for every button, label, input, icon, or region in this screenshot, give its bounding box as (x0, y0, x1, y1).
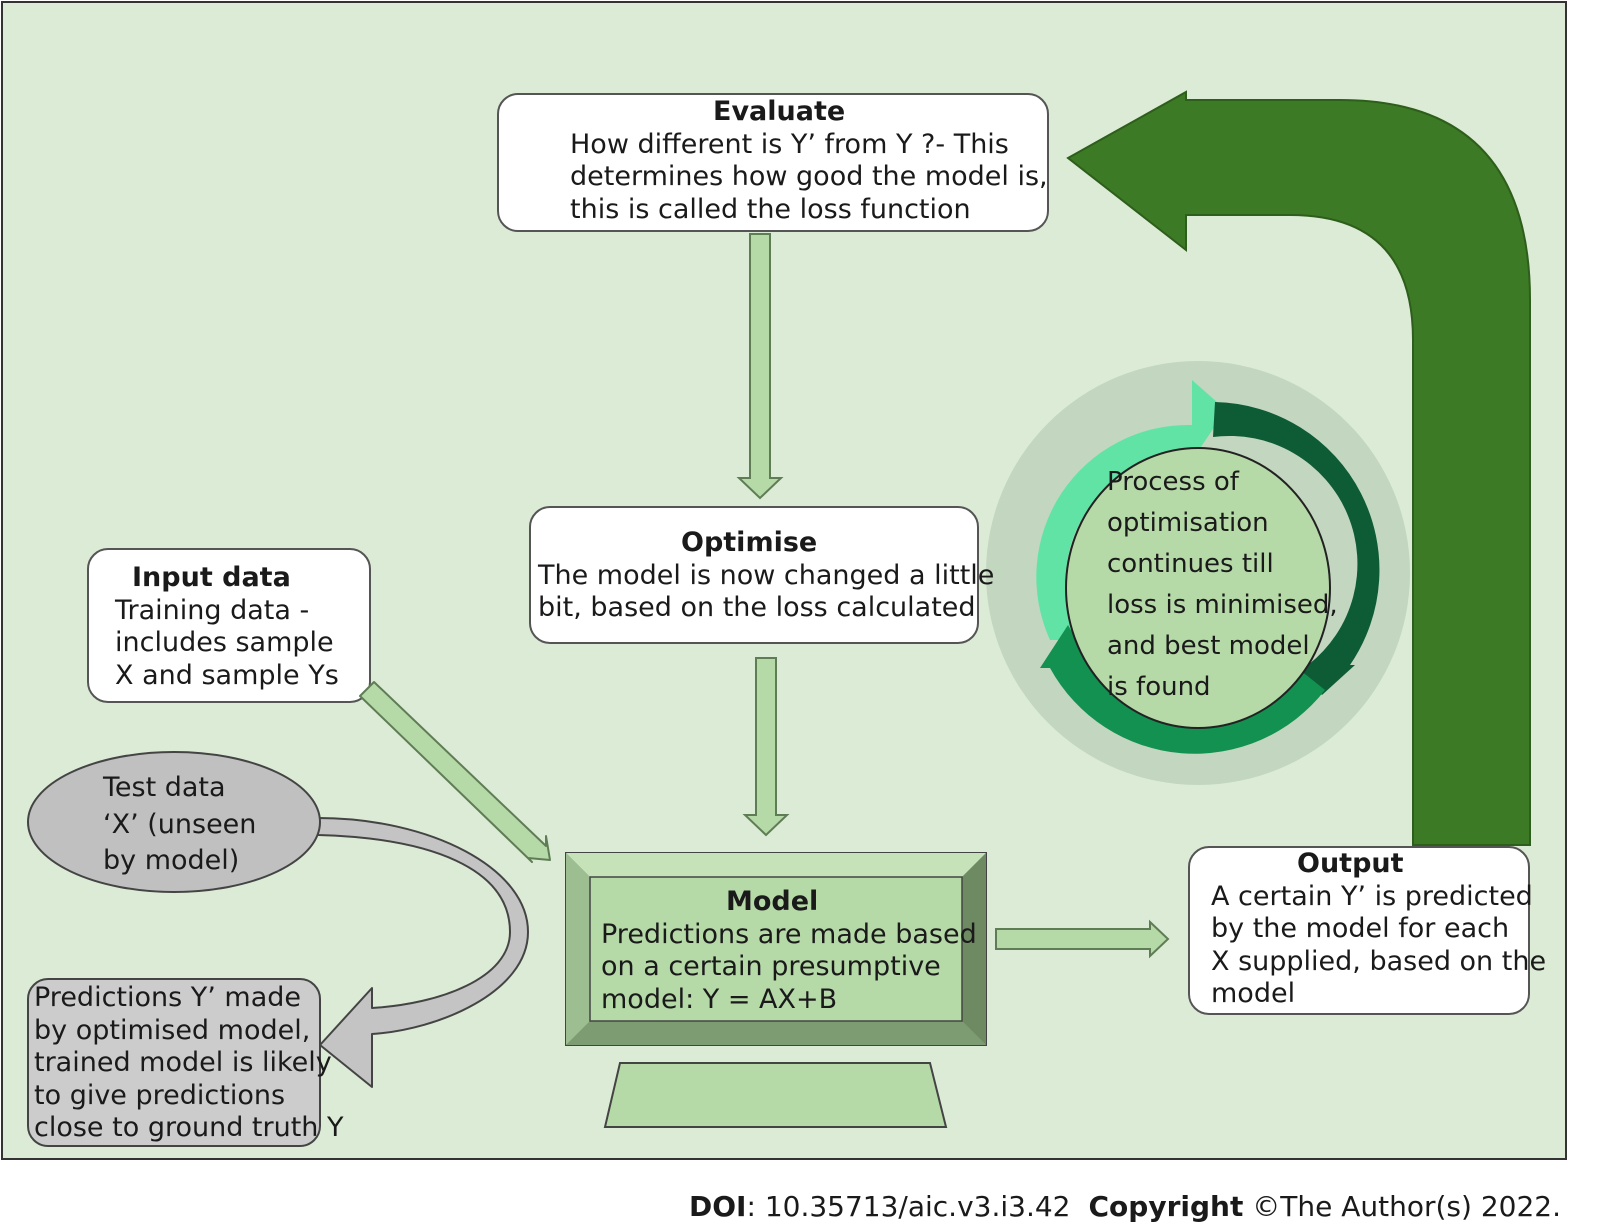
evaluate-line-2: determines how good the model is, (570, 161, 1048, 192)
doi-value: : 10.35713/aic.v3.i3.42 (746, 1190, 1071, 1223)
cycle-line-2: optimisation (1107, 508, 1269, 538)
model-title: Model (726, 886, 819, 917)
cycle-line-1: Process of (1107, 467, 1239, 497)
monitor-screen (589, 876, 963, 1022)
test-data-line-2: ‘X’ (unseen (103, 808, 257, 840)
output-line-1: A certain Y’ is predicted (1211, 880, 1533, 912)
model-line-3: model: Y = AX+B (601, 983, 838, 1015)
optimise-line-2: bit, based on the loss calculated (538, 592, 976, 623)
monitor-bevel-bottom (566, 1021, 986, 1045)
input-data-line-3: X and sample Ys (115, 659, 339, 691)
optimise-title: Optimise (681, 527, 818, 558)
evaluate-box (497, 93, 1049, 232)
cycle-line-6: is found (1107, 672, 1211, 702)
output-box (1188, 846, 1530, 1015)
test-data-ellipse (27, 751, 321, 893)
optimise-box (529, 506, 979, 644)
input-data-line-1: Training data - (115, 594, 310, 626)
cycle-arrowhead-light (1192, 380, 1226, 460)
predictions-line-5: close to ground truth Y (34, 1112, 344, 1143)
evaluate-line-3: this is called the loss function (570, 193, 971, 225)
arrow-model-to-output (995, 919, 1170, 959)
cycle-text: Process of optimisation continues till l… (1107, 462, 1338, 708)
cycle-arrowhead-mid (1040, 625, 1092, 668)
arrow-optimise-to-model (742, 657, 790, 837)
predictions-line-3: trained model is likely (34, 1047, 332, 1078)
optimise-line-1: The model is now changed a little (538, 559, 995, 591)
optimise-text: Optimise The model is now changed a litt… (538, 527, 994, 625)
cycle-line-3: continues till (1107, 549, 1274, 579)
arrow-input-to-model (359, 681, 551, 863)
output-title: Output (1297, 848, 1404, 879)
monitor-bevel-right (962, 853, 986, 1045)
arrow-evaluate-to-optimise (736, 233, 784, 500)
input-data-box (87, 548, 371, 703)
evaluate-text: Evaluate How different is Y’ from Y ?- T… (570, 96, 1048, 226)
predictions-line-2: by optimised model, (34, 1014, 311, 1046)
output-line-3: X supplied, based on the (1211, 945, 1547, 977)
cycle-inner-circle (1065, 447, 1331, 729)
input-data-line-2: includes sample (115, 627, 334, 658)
output-line-4: model (1211, 978, 1296, 1009)
model-line-2: on a certain presumptive (601, 951, 941, 982)
model-line-1: Predictions are made based (601, 918, 977, 950)
test-data-line-1: Test data (103, 772, 226, 803)
feedback-arrow (1066, 90, 1531, 846)
monitor-bevel-top (566, 853, 986, 877)
doi-label: DOI (689, 1190, 747, 1223)
cycle-arrow-mid (1050, 652, 1325, 754)
footer-citation: DOI: 10.35713/aic.v3.i3.42 Copyright ©The… (689, 1190, 1561, 1223)
cycle-line-5: and best model (1107, 631, 1310, 661)
evaluate-title: Evaluate (713, 96, 846, 127)
copyright-value: ©The Author(s) 2022. (1243, 1190, 1561, 1223)
cycle-arrow-light (1036, 424, 1192, 640)
output-text: Output A certain Y’ is predicted by the … (1211, 848, 1546, 1011)
predictions-box (27, 978, 321, 1147)
cycle-line-4: loss is minimised, (1107, 590, 1338, 620)
predictions-text: Predictions Y’ made by optimised model, … (34, 982, 344, 1145)
predictions-line-1: Predictions Y’ made (34, 982, 302, 1013)
predictions-line-4: to give predictions (34, 1079, 286, 1111)
test-data-text: Test data ‘X’ (unseen by model) (103, 770, 256, 880)
cycle-arrow-dark (1213, 402, 1380, 665)
input-data-text: Input data Training data - includes samp… (115, 562, 339, 692)
evaluate-line-1: How different is Y’ from Y ?- This (570, 128, 1009, 160)
test-data-line-3: by model) (103, 845, 240, 876)
model-text: Model Predictions are made based on a ce… (601, 886, 977, 1016)
monitor-stand (603, 1062, 948, 1128)
cycle-arrowhead-dark (1295, 665, 1355, 695)
output-line-2: by the model for each (1211, 913, 1510, 944)
monitor-bevel-left (566, 853, 590, 1045)
copyright-label: Copyright (1088, 1190, 1244, 1223)
input-data-title: Input data (132, 562, 291, 593)
